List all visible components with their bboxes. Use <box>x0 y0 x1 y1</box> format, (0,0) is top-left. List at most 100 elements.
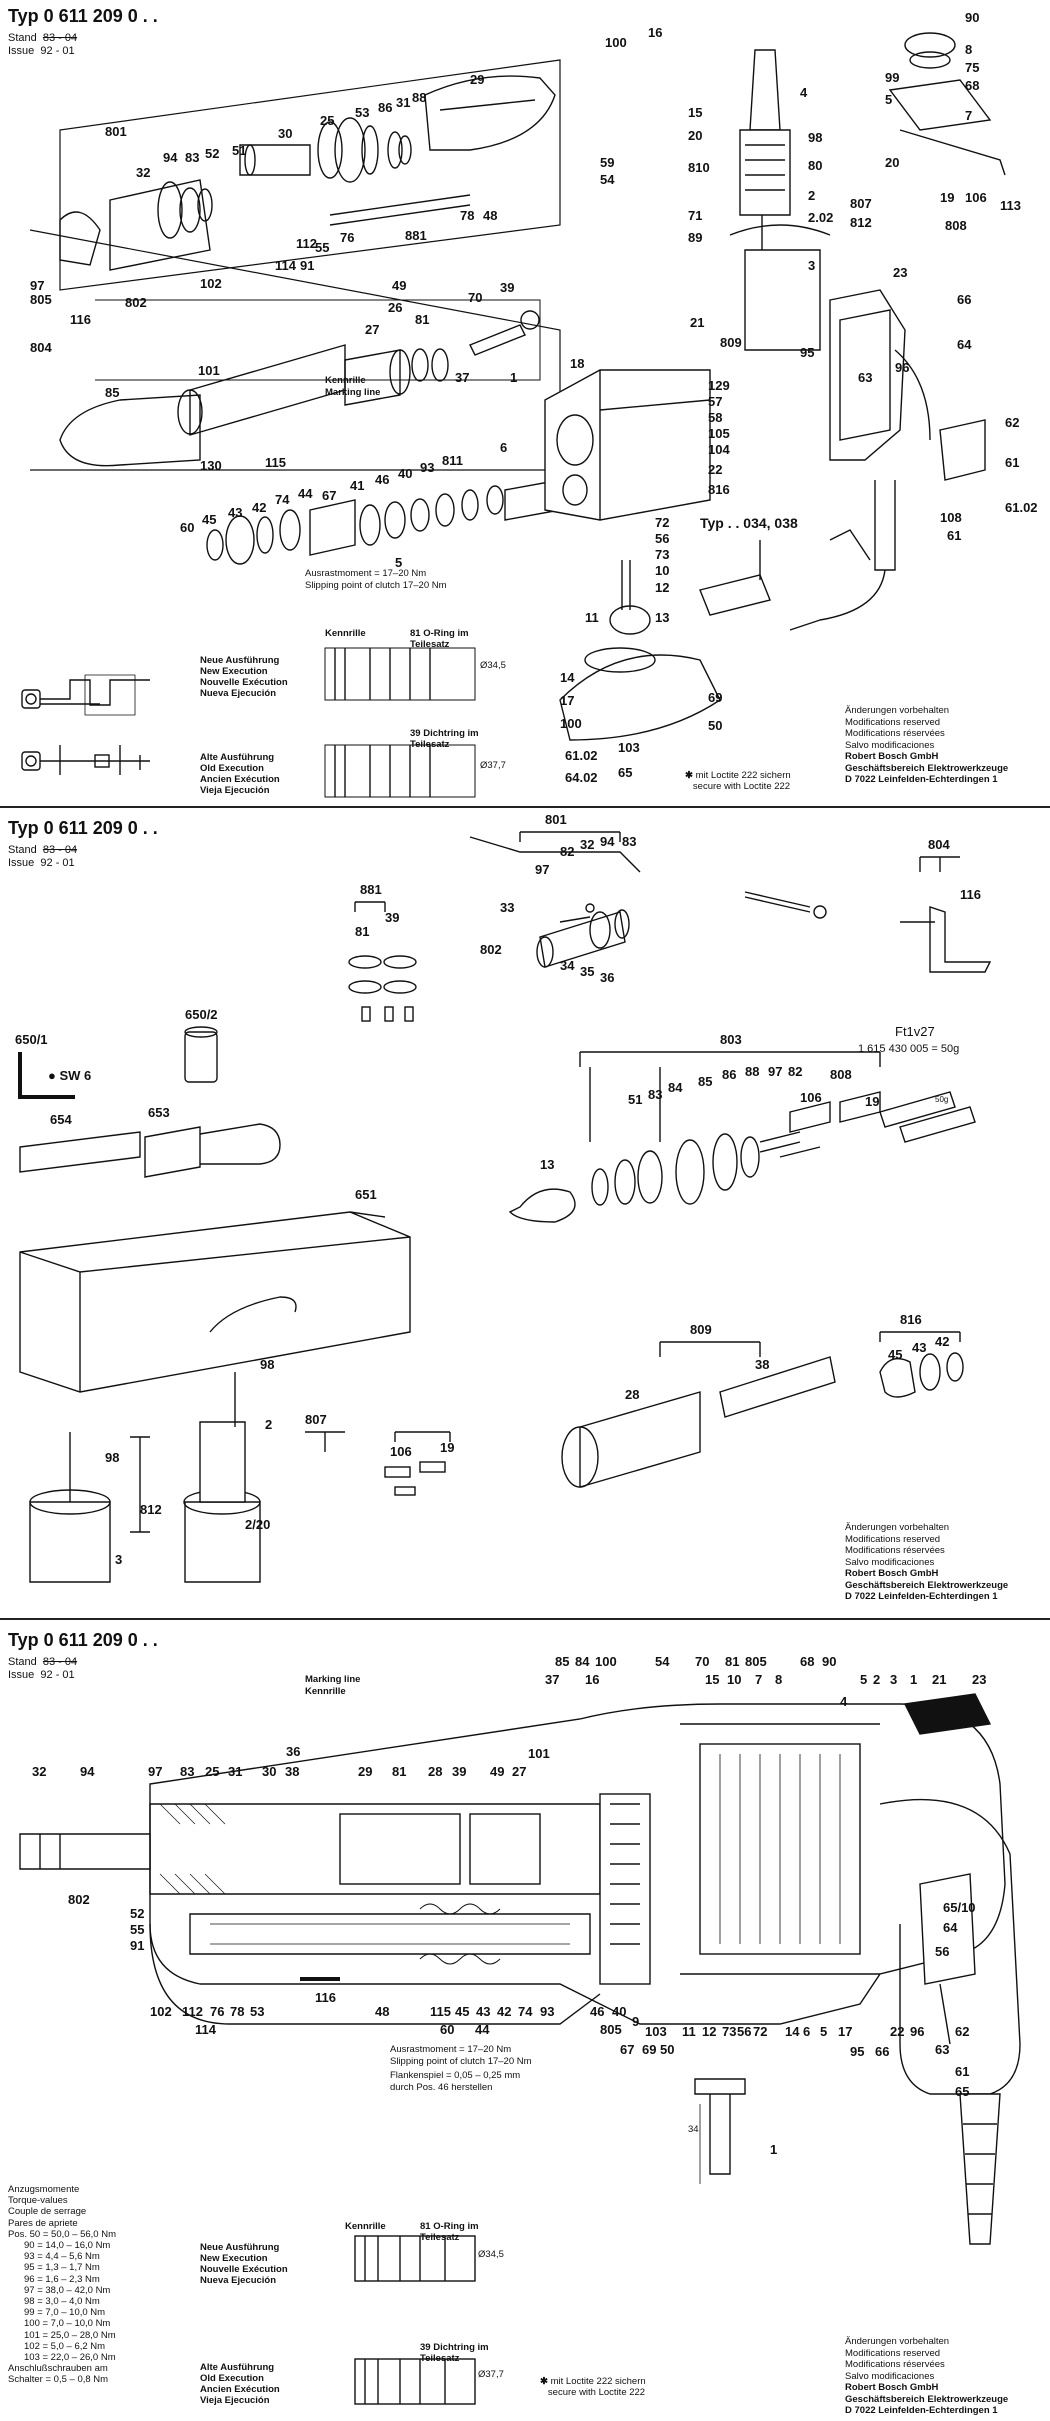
part-label: 93 <box>540 2004 555 2019</box>
part-label: 71 <box>688 208 703 223</box>
flank-play-de: Flankenspiel = 0,05 – 0,25 mm <box>390 2070 521 2081</box>
part-label: 42 <box>497 2004 512 2019</box>
accessories-drawing <box>18 831 992 1583</box>
part-label: 811 <box>442 453 463 468</box>
part-label: 4 <box>840 1694 848 1709</box>
part-label: 130 <box>200 458 222 473</box>
part-label: 113 <box>1000 198 1021 213</box>
part-label: 112 <box>182 2004 203 2019</box>
part-label: 61.02 <box>565 748 598 763</box>
dimension-34: 34 <box>688 2124 699 2135</box>
part-label: 82 <box>560 844 575 859</box>
part-label: 86 <box>378 100 393 115</box>
part-label: 56 <box>935 1944 950 1959</box>
part-label: 90 <box>822 1654 837 1669</box>
part-label: 73 <box>655 547 670 562</box>
part-label: 3 <box>115 1552 123 1567</box>
part-label: 70 <box>695 1654 710 1669</box>
part-label: 32 <box>580 837 595 852</box>
part-label: 104 <box>708 442 730 457</box>
part-label: 73 <box>722 2024 737 2039</box>
part-label: 51 <box>232 143 247 158</box>
part-label: 46 <box>590 2004 605 2019</box>
sheet-divider <box>0 806 1050 808</box>
part-label: 55 <box>315 240 330 255</box>
part-label: 2 <box>873 1672 881 1687</box>
clutch-torque-en: Slipping point of clutch 17–20 Nm <box>305 580 447 591</box>
part-label: 106 <box>965 190 987 205</box>
part-label: 108 <box>940 510 962 525</box>
part-label: 11 <box>585 610 599 625</box>
part-label: 96 <box>910 2024 925 2039</box>
part-label: 67 <box>620 2042 635 2057</box>
part-label: 8 <box>965 42 973 57</box>
part-label: 43 <box>476 2004 491 2019</box>
part-label: 63 <box>935 2042 950 2057</box>
part-label: 22 <box>708 462 723 477</box>
kit-label: 808 <box>830 1067 852 1082</box>
part-label: ● SW 6 <box>48 1068 92 1083</box>
part-label: 40 <box>398 466 413 481</box>
part-label: 58 <box>708 410 723 425</box>
part-label: 812 <box>850 215 872 230</box>
kennrille-label: Kennrille <box>305 1686 346 1697</box>
part-label: 49 <box>490 1764 505 1779</box>
part-label: 39 <box>385 910 400 925</box>
part-label: 116 <box>70 312 91 327</box>
part-label: 10 <box>727 1672 742 1687</box>
part-label: 7 <box>755 1672 763 1687</box>
part-label: 14 <box>785 2024 800 2039</box>
part-label: 808 <box>945 218 967 233</box>
part-label: 53 <box>355 105 370 120</box>
part-label: 115 <box>265 455 286 470</box>
part-label: 105 <box>708 426 730 441</box>
dicht-note: 39 Dichtring im Teilesatz <box>410 728 479 750</box>
dim-old: Ø37,7 <box>478 2369 504 2380</box>
part-label: 2 <box>265 1417 273 1432</box>
clutch-torque-de: Ausrastmoment = 17–20 Nm <box>390 2044 512 2055</box>
part-label: 2.02 <box>808 210 834 225</box>
part-label: 44 <box>475 2022 490 2037</box>
part-label: 6 <box>500 440 508 455</box>
part-label: 86 <box>722 1067 737 1082</box>
part-label: 21 <box>690 315 705 330</box>
part-label: 98 <box>808 130 823 145</box>
part-label: 49 <box>392 278 407 293</box>
grease-tag: 50g <box>935 1095 949 1104</box>
part-label: 802 <box>68 1892 90 1907</box>
part-label: 64.02 <box>565 770 598 785</box>
part-label: 94 <box>80 1764 95 1779</box>
part-label: 22 <box>890 2024 905 2039</box>
part-label: 54 <box>655 1654 670 1669</box>
part-label: 103 <box>618 740 640 755</box>
clutch-torque-en: Slipping point of clutch 17–20 Nm <box>390 2056 532 2067</box>
part-label: 650/2 <box>185 1007 218 1022</box>
part-label: 106 <box>390 1444 412 1459</box>
part-label: 650/1 <box>15 1032 48 1047</box>
part-label: 19 <box>865 1094 880 1109</box>
part-label: 85 <box>555 1654 570 1669</box>
part-label: 5 <box>885 92 893 107</box>
part-label: 93 <box>420 460 435 475</box>
part-label: 2 <box>808 188 816 203</box>
part-label: 37 <box>455 370 470 385</box>
part-label: 32 <box>136 165 151 180</box>
part-label: 38 <box>755 1357 770 1372</box>
part-label: 10 <box>655 563 670 578</box>
part-label: 61 <box>955 2064 970 2079</box>
dim-new: Ø34,5 <box>480 660 506 671</box>
part-label: 69 <box>708 690 723 705</box>
part-label: 95 <box>800 345 815 360</box>
part-label: 78 <box>460 208 475 223</box>
part-label: 42 <box>252 500 267 515</box>
part-label: 805 <box>600 2022 622 2037</box>
grease-part-number: 1 615 430 005 = 50g <box>858 1043 960 1055</box>
part-label: 805 <box>745 1654 767 1669</box>
part-label: 41 <box>350 478 365 493</box>
sectional-drawing <box>19 1693 1021 2405</box>
part-label: 48 <box>375 2004 390 2019</box>
part-label: 11 <box>682 2024 696 2039</box>
